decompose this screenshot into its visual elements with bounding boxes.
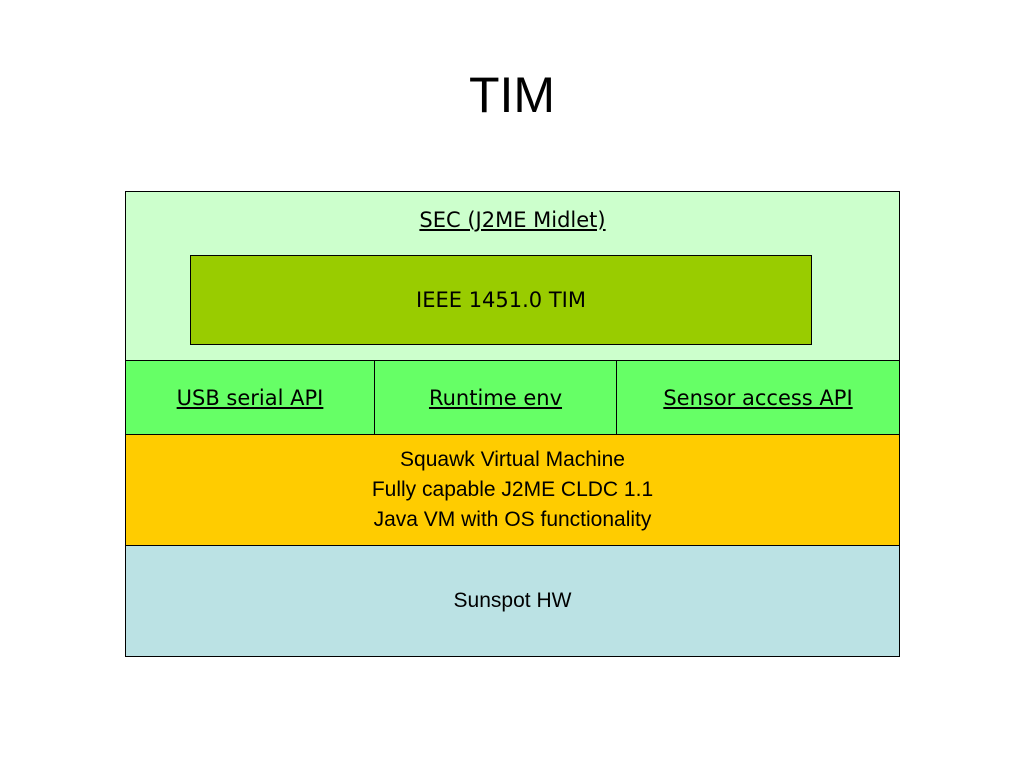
sec-layer-label: SEC (J2ME Midlet) bbox=[419, 208, 606, 232]
architecture-diagram: SEC (J2ME Midlet) IEEE 1451.0 TIM USB se… bbox=[125, 191, 900, 657]
runtime-env-cell: Runtime env bbox=[375, 361, 617, 434]
vm-layer: Squawk Virtual Machine Fully capable J2M… bbox=[125, 434, 900, 546]
vm-line: Fully capable J2ME CLDC 1.1 bbox=[371, 478, 654, 501]
sensor-access-api-cell: Sensor access API bbox=[663, 385, 853, 410]
usb-serial-api-cell: USB serial API bbox=[126, 361, 375, 434]
tim-box: IEEE 1451.0 TIM bbox=[190, 255, 812, 345]
api-layer: USB serial API Runtime env Sensor access… bbox=[125, 360, 900, 435]
vm-line: Squawk Virtual Machine bbox=[400, 448, 625, 471]
slide-title: TIM bbox=[468, 67, 556, 123]
hw-layer: Sunspot HW bbox=[125, 545, 900, 657]
sec-layer: SEC (J2ME Midlet) IEEE 1451.0 TIM bbox=[125, 191, 900, 361]
vm-line: Java VM with OS functionality bbox=[373, 508, 652, 531]
